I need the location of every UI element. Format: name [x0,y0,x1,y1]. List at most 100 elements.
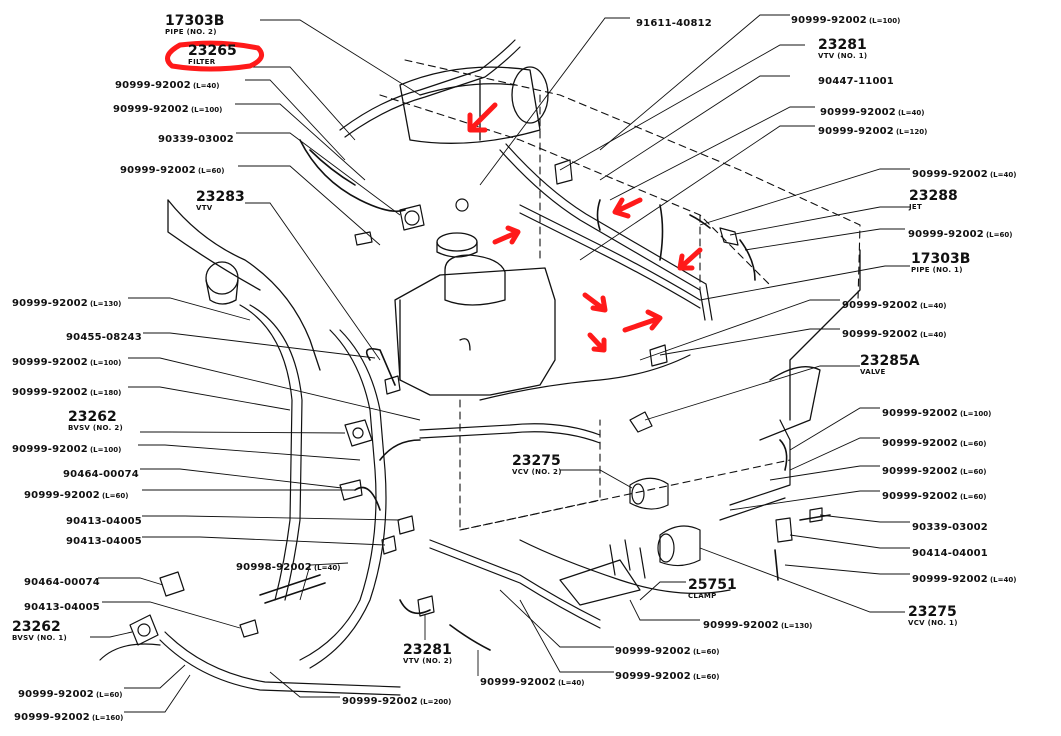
part-number: 90999-92002 [842,329,918,340]
red-highlights [165,40,703,353]
part-number: 90999-92002 [113,104,189,115]
part-number: 90999-92002 [115,80,191,91]
hose-length: (L=40) [919,302,947,310]
highlight-circle [165,40,265,72]
hose-length: (L=100) [190,106,223,114]
vcv-no2 [629,477,669,510]
part-label-l45: 90999-92002(L=100) [882,403,991,419]
hose-length: (L=60) [95,691,123,699]
part-number: 90999-92002 [818,126,894,137]
part-number: 90999-92002 [480,677,556,688]
part-number: 90999-92002 [12,444,88,455]
highlight-arrow-5 [582,292,608,313]
part-label-l49: 90339-03002 [912,517,988,533]
part-name: VTV (NO. 1) [818,52,868,60]
part-number: 90998-92002 [236,562,312,573]
clamp [559,559,641,606]
part-label-l13: 90999-92002(L=100) [12,439,121,455]
part-number: 90999-92002 [342,696,418,707]
highlight-arrow-3 [677,247,703,271]
fender-outline [167,199,321,371]
hose-length: (L=100) [89,446,122,454]
filter [399,204,425,231]
part-number: 90999-92002 [842,300,918,311]
hose-length: (L=100) [89,359,122,367]
part-number: 90999-92002 [703,620,779,631]
part-number: 90414-04001 [912,548,988,559]
hose-length: (L=60) [959,468,987,476]
hose-length: (L=60) [692,673,720,681]
part-number: 90999-92002 [882,491,958,502]
part-label-l47: 90999-92002(L=60) [882,461,986,477]
part-label-l8: 90999-92002(L=130) [12,293,121,309]
part-number: 90999-92002 [615,671,691,682]
part-number: 90413-04005 [66,516,142,527]
hose-length: (L=200) [419,698,452,706]
part-name: VTV (NO. 2) [403,657,453,665]
part-number: 90999-92002 [912,169,988,180]
hose-length: (L=60) [959,440,987,448]
part-label-l51: 90999-92002(L=40) [912,569,1016,585]
reservoir [394,232,556,396]
hose-length: (L=60) [101,492,129,500]
part-name: CLAMP [688,592,717,600]
part-number: 90339-03002 [912,522,988,533]
fitting-90464 [339,479,363,501]
hose-length: (L=60) [197,167,225,175]
part-label-l19: 90413-04005 [24,597,100,613]
hose-length: (L=60) [985,231,1013,239]
part-number: 90999-92002 [12,298,88,309]
part-number: 25751 [688,577,737,593]
part-label-l35: 90447-11001 [818,71,894,87]
part-label-l40: 90999-92002(L=60) [908,224,1012,240]
part-label-l32: 91611-40812 [636,13,712,29]
part-number: 90999-92002 [882,408,958,419]
part-name: VTV [196,204,213,212]
part-number: 23265 [188,43,237,59]
part-label-l24: 90998-92002(L=40) [236,557,340,573]
highlight-arrow-2 [612,197,643,219]
part-label-l14: 90464-00074 [63,464,139,480]
hose-length: (L=40) [192,82,220,90]
bvsv-no1 [129,614,159,646]
part-number: 17303B [165,13,225,29]
part-number: 90999-92002 [820,107,896,118]
part-number: 90464-00074 [63,469,139,480]
highlight-arrow-4 [492,225,521,245]
hose-length: (L=40) [989,576,1017,584]
part-label-l5: 90339-03002 [158,129,234,145]
part-number: 90413-04005 [24,602,100,613]
part-name: FILTER [188,58,216,66]
part-label-l42: 90999-92002(L=40) [842,295,946,311]
part-number: 90999-92002 [791,15,867,26]
hose-length: (L=120) [895,128,928,136]
part-label-l23: 90999-92002(L=200) [342,691,451,707]
jet [719,227,739,246]
part-label-l30: 90999-92002(L=60) [615,641,719,657]
hose-length: (L=130) [780,622,813,630]
part-number: 90999-92002 [12,357,88,368]
part-label-l9: 90455-08243 [66,327,142,343]
bvsv-no2 [344,419,373,447]
part-name: VALVE [860,368,886,376]
part-label-l10: 90999-92002(L=100) [12,352,121,368]
engine-outline [379,59,861,531]
vcv-no1 [659,525,701,567]
part-label-l21: 90999-92002(L=60) [18,684,122,700]
part-number: 90999-92002 [14,712,90,723]
part-number: 90447-11001 [818,76,894,87]
part-label-l38: 90999-92002(L=40) [912,164,1016,180]
part-number: 23288 [909,188,958,204]
part-number: 91611-40812 [636,18,712,29]
highlight-arrow-7 [587,332,607,353]
part-label-l18: 90464-00074 [24,572,100,588]
part-name: VCV (NO. 2) [512,468,562,476]
part-number: 90999-92002 [615,646,691,657]
part-number: 17303B [911,251,971,267]
